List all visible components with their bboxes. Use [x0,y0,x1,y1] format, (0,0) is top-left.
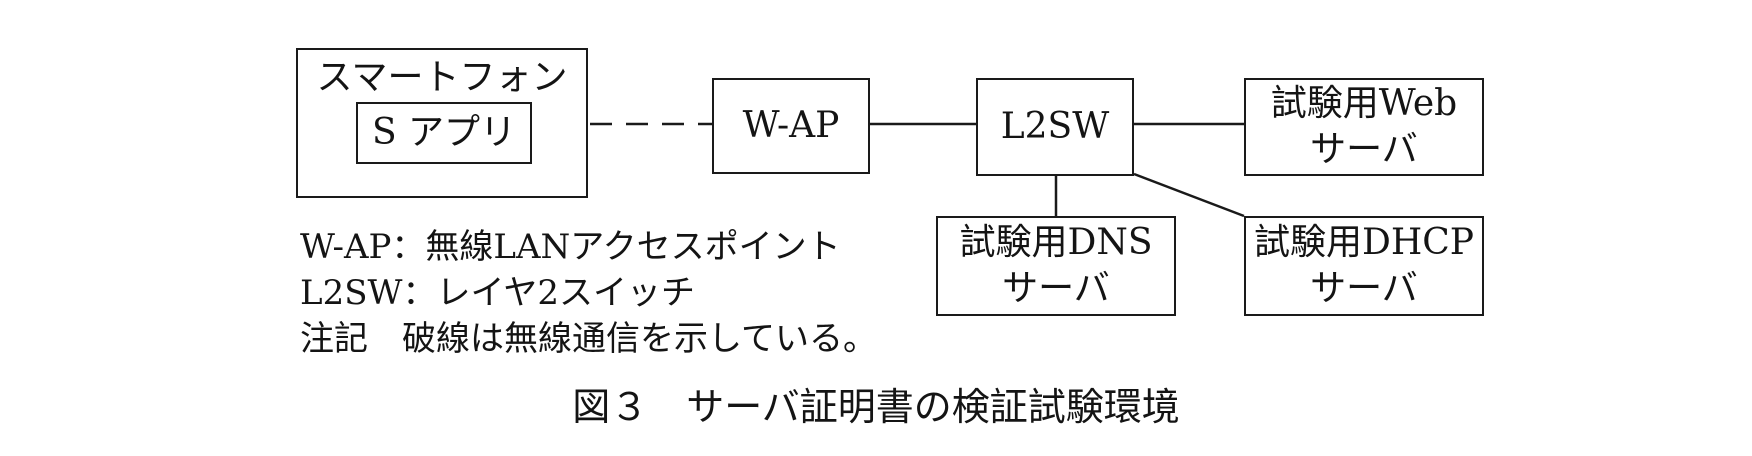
dns-server-label-line2: サーバ [1002,268,1110,309]
figure-caption: 図３ サーバ証明書の検証試験環境 [572,385,1180,429]
dhcp-server-label-line1: 試験用DHCP [1253,222,1475,263]
web-server-node: 試験用Web サーバ [1244,78,1484,176]
smartphone-node: スマートフォン S アプリ [296,48,588,198]
s-app-label: S アプリ [371,112,517,153]
web-server-label-line1: 試験用Web [1270,83,1458,124]
legend: W-AP：無線LANアクセスポイント L2SW：レイヤ2スイッチ 注記 破線は無… [300,224,877,362]
dns-server-node: 試験用DNS サーバ [936,216,1176,316]
dhcp-server-label-line2: サーバ [1310,268,1418,309]
dns-server-label-line1: 試験用DNS [959,222,1153,263]
web-server-label-line2: サーバ [1310,129,1418,170]
wap-label: W-AP [742,105,840,146]
legend-note: 注記 破線は無線通信を示している。 [300,319,877,359]
legend-wap: W-AP：無線LANアクセスポイント [300,227,841,267]
l2sw-label: L2SW [1000,106,1110,147]
l2sw-node: L2SW [976,78,1134,176]
legend-l2sw: L2SW：レイヤ2スイッチ [300,273,696,313]
dhcp-server-node: 試験用DHCP サーバ [1244,216,1484,316]
smartphone-label: スマートフォン [316,57,568,98]
s-app-node: S アプリ [356,102,532,164]
l2sw-dhcp-link [1133,172,1245,218]
wap-node: W-AP [712,78,870,174]
